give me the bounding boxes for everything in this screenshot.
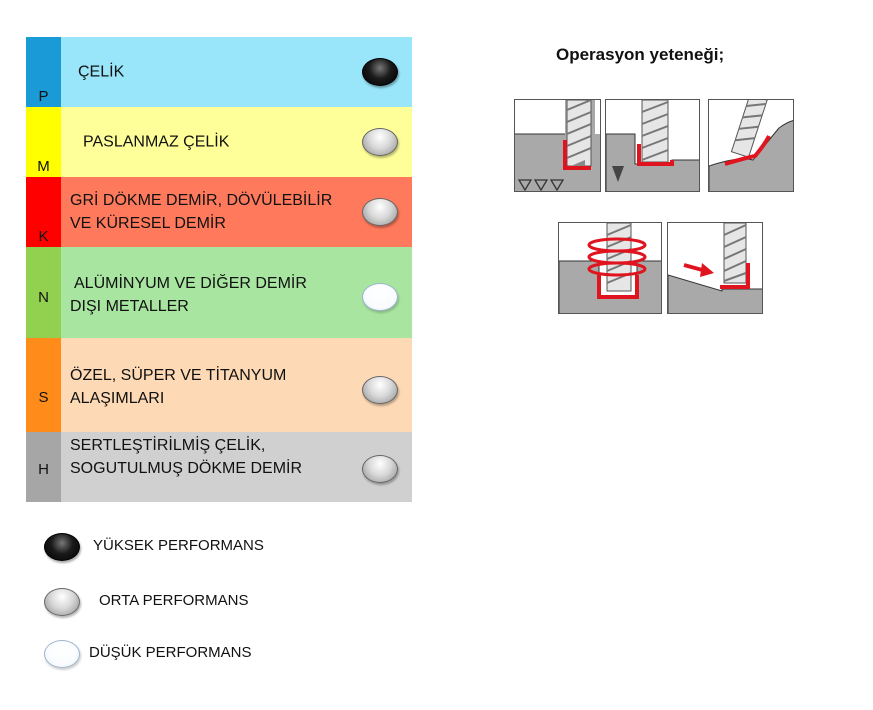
material-row-m: M PASLANMAZ ÇELİK [26, 107, 412, 177]
legend-label: DÜŞÜK PERFORMANS [89, 644, 252, 661]
iso-code: S [38, 389, 49, 406]
iso-code-cell: H [26, 432, 61, 502]
iso-code: K [38, 228, 49, 245]
legend-label: ORTA PERFORMANS [99, 592, 249, 609]
iso-code: P [38, 88, 49, 105]
low-performance-icon [44, 640, 80, 668]
high-performance-icon [362, 58, 398, 86]
medium-performance-icon [362, 376, 398, 404]
legend-label: YÜKSEK PERFORMANS [93, 537, 264, 554]
iso-code-cell: M [26, 107, 61, 177]
medium-performance-icon [362, 128, 398, 156]
medium-performance-icon [362, 198, 398, 226]
material-name-cell: ÇELİK [61, 37, 412, 107]
operations-title: Operasyon yeteneği; [556, 45, 725, 64]
material-name: ÇELİK [78, 63, 125, 81]
legend-low: DÜŞÜK PERFORMANS [44, 640, 374, 668]
material-row-p: P ÇELİK [26, 37, 412, 107]
material-name: SERTLEŞTİRİLMİŞ ÇELİK,SOGUTULMUŞ DÖKME D… [70, 437, 303, 477]
medium-performance-icon [362, 455, 398, 483]
ramping-icon [667, 222, 763, 314]
material-name-cell: SERTLEŞTİRİLMİŞ ÇELİK,SOGUTULMUŞ DÖKME D… [61, 432, 412, 502]
helical-milling-icon [558, 222, 662, 314]
material-row-h: H SERTLEŞTİRİLMİŞ ÇELİK,SOGUTULMUŞ DÖKME… [26, 432, 412, 502]
profiling-icon [708, 99, 794, 192]
iso-code: N [38, 289, 49, 306]
medium-performance-icon [44, 588, 80, 616]
material-table: P ÇELİK M PASLANMAZ ÇELİK K GRİ DÖKME DE… [26, 37, 412, 502]
legend-high: YÜKSEK PERFORMANS [44, 533, 374, 561]
material-name: PASLANMAZ ÇELİK [83, 133, 230, 151]
iso-code-cell: P [26, 37, 61, 107]
slotting-icon [605, 99, 700, 192]
iso-code: M [37, 158, 50, 175]
legend-medium: ORTA PERFORMANS [44, 588, 374, 616]
iso-code-cell: N [26, 247, 61, 338]
iso-code: H [38, 461, 49, 478]
material-name-cell: PASLANMAZ ÇELİK [61, 107, 412, 177]
shoulder-milling-icon [514, 99, 601, 192]
low-performance-icon [362, 282, 398, 311]
iso-code-cell: S [26, 338, 61, 432]
high-performance-icon [44, 533, 80, 561]
iso-code-cell: K [26, 177, 61, 247]
